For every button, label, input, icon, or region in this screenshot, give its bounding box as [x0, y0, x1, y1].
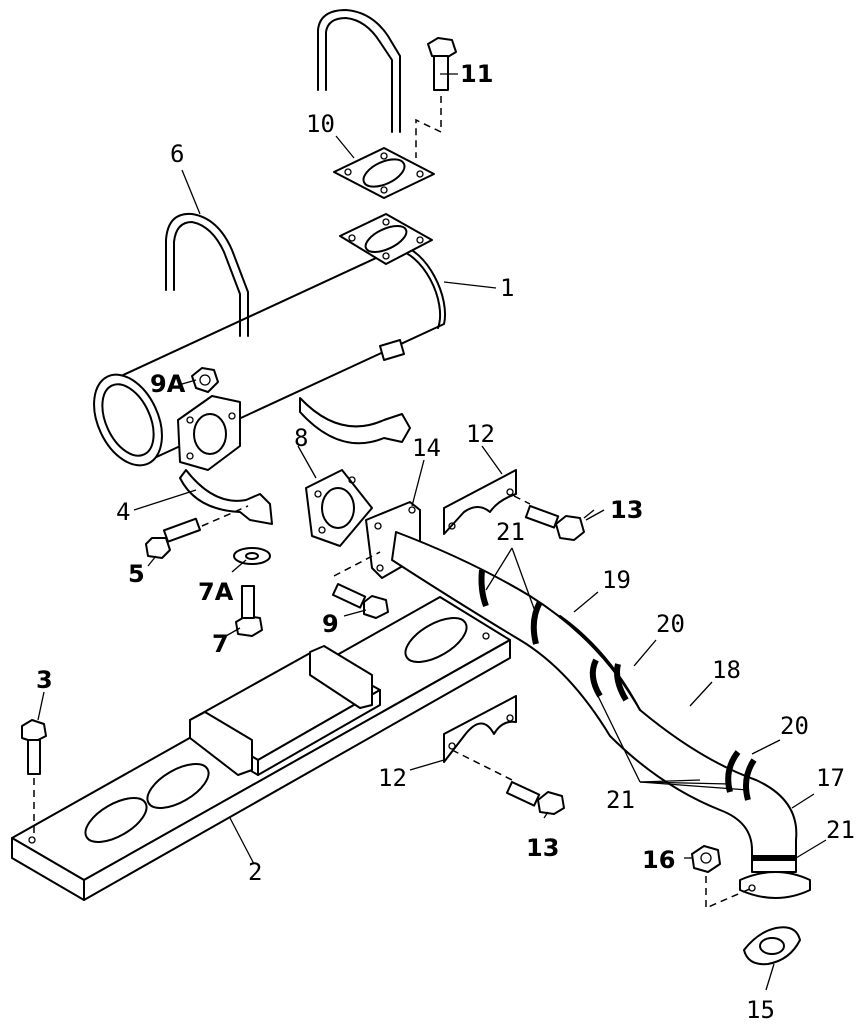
muffler-part-1 — [93, 213, 447, 471]
callout-2: 2 — [248, 858, 262, 886]
callout-1: 1 — [500, 274, 514, 302]
callout-5: 5 — [128, 560, 145, 588]
gasket-part-15 — [743, 926, 801, 966]
callout-4: 4 — [116, 498, 130, 526]
callout-labels: 1 2 3 4 5 6 7 7A 8 9 9A 10 11 12 12 13 1… — [36, 60, 855, 1024]
callout-15: 15 — [746, 996, 775, 1024]
callout-7a: 7A — [198, 578, 234, 606]
bolt-part-13-upper — [513, 495, 585, 541]
bolt-part-3 — [21, 719, 47, 836]
callout-12-lower: 12 — [378, 764, 407, 792]
callout-21-right: 21 — [826, 816, 855, 844]
u-bolt-upper — [317, 9, 401, 133]
nut-part-16 — [691, 845, 753, 910]
callout-13-upper: 13 — [610, 496, 643, 524]
callout-9a: 9A — [150, 370, 186, 398]
washer-part-7a — [233, 547, 271, 565]
exhaust-pipe-assembly — [391, 531, 811, 899]
bolt-part-13-lower — [451, 749, 565, 815]
callout-10: 10 — [306, 110, 335, 138]
heat-shield-part-12-upper — [443, 469, 517, 535]
callout-17: 17 — [816, 764, 845, 792]
callout-7: 7 — [212, 630, 229, 658]
base-bracket-part-2 — [11, 596, 511, 901]
bolt-part-7 — [235, 585, 263, 637]
leader-lines — [37, 73, 827, 991]
bolt-part-9 — [331, 551, 389, 619]
callout-21-lower: 21 — [606, 786, 635, 814]
gasket-part-8 — [305, 469, 373, 547]
callout-19: 19 — [602, 566, 631, 594]
callout-9: 9 — [322, 610, 339, 638]
heat-shield-part-12-lower — [443, 695, 517, 763]
callout-12-upper: 12 — [466, 420, 495, 448]
callout-21-upper: 21 — [496, 518, 525, 546]
callout-6: 6 — [170, 140, 184, 168]
callout-13-lower: 13 — [526, 834, 559, 862]
u-bolt-part-6 — [165, 212, 249, 337]
callout-18: 18 — [712, 656, 741, 684]
callout-20-upper: 20 — [656, 610, 685, 638]
callout-8: 8 — [294, 424, 308, 452]
callout-11: 11 — [460, 60, 493, 88]
bolt-part-5 — [145, 505, 249, 559]
top-gasket-part-10 — [333, 147, 435, 199]
clamp-strap-part-4 — [179, 397, 411, 525]
bolt-part-11 — [415, 37, 457, 158]
callout-20-lower: 20 — [780, 712, 809, 740]
callout-16: 16 — [642, 846, 675, 874]
callout-14: 14 — [412, 434, 441, 462]
callout-3: 3 — [36, 666, 53, 694]
